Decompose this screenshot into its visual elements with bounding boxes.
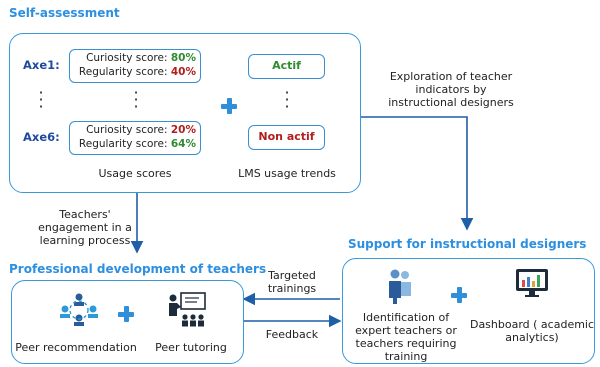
label-line: analytics) bbox=[505, 331, 559, 344]
peer-recommendation-label: Peer recommendation bbox=[15, 341, 137, 354]
targeted-trainings-annotation: Targeted trainings bbox=[254, 269, 330, 295]
axe1-label: Axe1: bbox=[23, 58, 60, 72]
dashboard-label: Dashboard ( academic analytics) bbox=[468, 318, 596, 344]
plus-icon bbox=[118, 306, 134, 322]
plus-icon bbox=[451, 287, 467, 303]
axe6-scores-box: Curiosity score: 20% Regularity score: 6… bbox=[69, 121, 201, 155]
axe6-label: Axe6: bbox=[23, 130, 60, 144]
annotation-line: trainings bbox=[267, 282, 317, 295]
label-line: training bbox=[384, 350, 428, 363]
curiosity-value: 80% bbox=[170, 52, 196, 64]
annotation-line: Targeted bbox=[268, 269, 316, 282]
ellipsis-status: ··· bbox=[284, 83, 290, 116]
regularity-value: 64% bbox=[170, 138, 196, 150]
usage-scores-label: Usage scores bbox=[98, 167, 172, 180]
self-assessment-title: Self-assessment bbox=[9, 6, 120, 20]
support-title: Support for instructional designers bbox=[348, 237, 587, 251]
curiosity-label: Curiosity score: bbox=[86, 124, 168, 136]
engagement-annotation: Teachers' engagement in a learning proce… bbox=[37, 208, 133, 247]
axe6-status-box: Non actif bbox=[248, 125, 325, 150]
label-line: teachers requiring bbox=[355, 337, 457, 350]
arrow-exploration bbox=[361, 116, 474, 231]
annotation-line: Teachers' bbox=[59, 208, 111, 221]
annotation-line: indicators by bbox=[415, 83, 487, 96]
label-line: expert teachers or bbox=[355, 324, 457, 337]
professional-title: Professional development of teachers bbox=[9, 262, 267, 276]
regularity-value: 40% bbox=[170, 66, 196, 78]
regularity-label: Regularity score: bbox=[78, 138, 168, 150]
expert-teacher-icon bbox=[389, 269, 411, 304]
ellipsis-axes: ··· bbox=[38, 83, 44, 116]
plus-icon bbox=[221, 98, 237, 114]
peer-recommendation-icon bbox=[60, 293, 98, 326]
peer-tutoring-icon bbox=[169, 292, 206, 327]
axe1-status-box: Actif bbox=[248, 54, 325, 79]
support-panel bbox=[342, 258, 595, 364]
label-line: Dashboard ( academic bbox=[469, 318, 595, 331]
peer-tutoring-label: Peer tutoring bbox=[155, 341, 227, 354]
axe1-scores-box: Curiosity score: 80% Regularity score: 4… bbox=[69, 49, 201, 83]
self-assessment-panel bbox=[9, 33, 361, 193]
identification-label: Identification of expert teachers or tea… bbox=[346, 311, 466, 363]
annotation-line: instructional designers bbox=[388, 96, 514, 109]
lms-usage-label: LMS usage trends bbox=[238, 167, 336, 180]
regularity-label: Regularity score: bbox=[78, 66, 168, 78]
curiosity-label: Curiosity score: bbox=[86, 52, 168, 64]
dashboard-icon bbox=[516, 269, 548, 297]
curiosity-value: 20% bbox=[170, 124, 196, 136]
ellipsis-scores: ··· bbox=[133, 83, 139, 116]
exploration-annotation: Exploration of teacher indicators by ins… bbox=[366, 70, 536, 109]
feedback-annotation: Feedback bbox=[265, 328, 319, 341]
annotation-line: learning process bbox=[39, 234, 131, 247]
annotation-line: Exploration of teacher bbox=[389, 70, 513, 83]
annotation-line: engagement in a bbox=[38, 221, 132, 234]
professional-panel bbox=[11, 280, 244, 364]
label-line: Identification of bbox=[362, 311, 450, 324]
